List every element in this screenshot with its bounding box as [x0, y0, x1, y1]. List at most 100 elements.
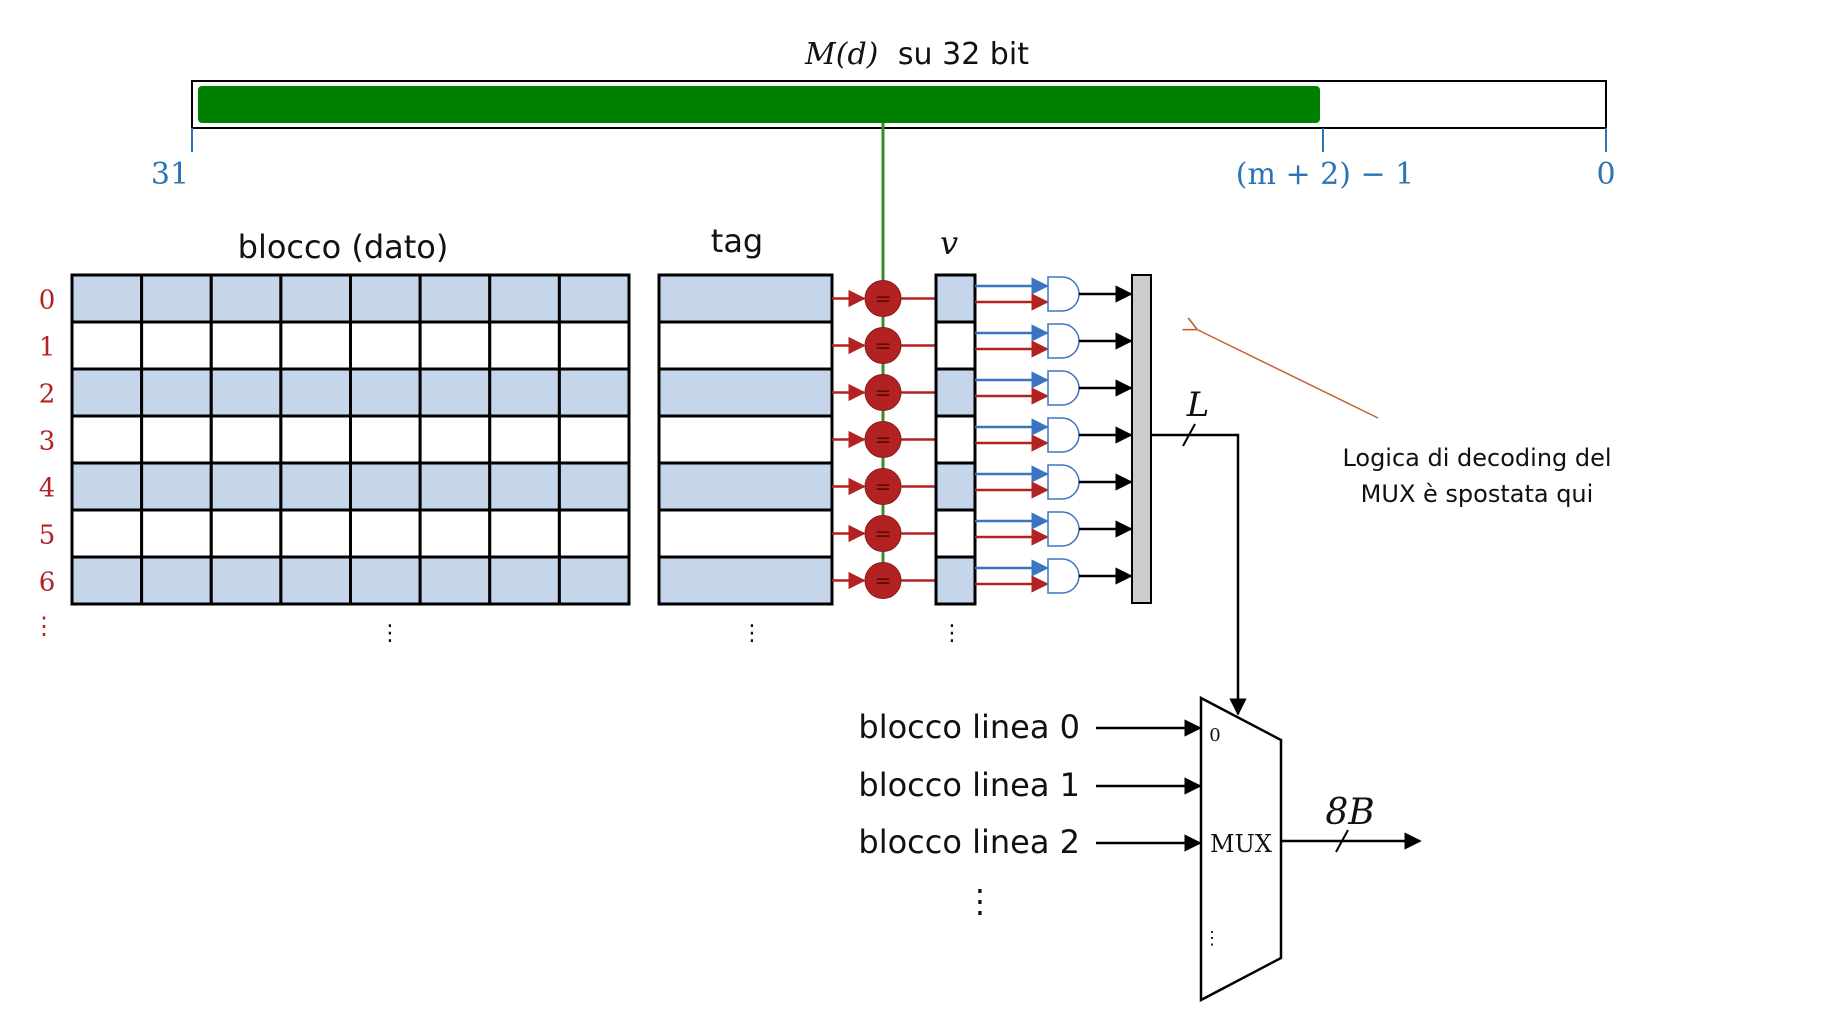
block-cell [209, 367, 283, 418]
tag-cell [657, 414, 834, 465]
valid-header: v [940, 224, 958, 262]
tag-cell [657, 367, 834, 418]
block-cell [140, 367, 213, 418]
comparator-symbol: = [875, 428, 892, 452]
block-cell [140, 508, 213, 559]
block-cell [70, 461, 144, 512]
mux-output-slash [1335, 829, 1349, 853]
block-cell [349, 461, 422, 512]
select-bus-wire [1151, 433, 1247, 716]
block-cell [418, 461, 492, 512]
block-cell [488, 320, 561, 371]
bit-label-mid: (m + 2) − 1 [1236, 157, 1414, 192]
block-cell [279, 320, 352, 371]
block-cell [349, 508, 422, 559]
block-cell [488, 461, 561, 512]
block-cell [557, 414, 631, 465]
block-cell [140, 555, 213, 606]
block-cell [349, 555, 422, 606]
block-cell [209, 508, 283, 559]
mux-input-label-2: blocco linea 2 [858, 823, 1080, 861]
mux-input-label-1: blocco linea 1 [858, 766, 1080, 804]
mux-output-width: 8B [1325, 792, 1374, 833]
block-cell [209, 461, 283, 512]
block-cell [140, 320, 213, 371]
block-table-more: ⋮ [379, 621, 401, 646]
and-gate [1047, 276, 1080, 312]
block-cell [488, 508, 561, 559]
bit-label-high: 31 [151, 157, 189, 192]
block-cell [70, 555, 144, 606]
row-label: 1 [39, 333, 56, 363]
block-header: blocco (dato) [238, 228, 449, 266]
and-gates [975, 276, 1133, 594]
mux-first-input: 0 [1209, 725, 1220, 746]
block-cell [557, 461, 631, 512]
row-label: 4 [39, 474, 56, 504]
and-gate [1047, 370, 1080, 406]
bit-label-low: 0 [1596, 157, 1615, 192]
block-cell [488, 273, 561, 324]
valid-table-more: ⋮ [941, 621, 963, 646]
block-cell [209, 414, 283, 465]
block-cell [557, 555, 631, 606]
block-cell [418, 320, 492, 371]
block-cell [70, 273, 144, 324]
valid-cell [934, 414, 977, 465]
block-cell [349, 367, 422, 418]
and-gate [1047, 464, 1080, 500]
tag-cell [657, 320, 834, 371]
valid-cell [934, 367, 977, 418]
comparator-symbol: = [875, 287, 892, 311]
comparator-symbol: = [875, 569, 892, 593]
address-title-math: M(d) [804, 37, 878, 72]
and-gate [1047, 511, 1080, 547]
address-bar: M(d) su 32 bit 31 (m + 2) − 1 0 [151, 37, 1616, 192]
valid-cell [934, 273, 977, 324]
valid-table [934, 273, 977, 606]
block-cell [70, 508, 144, 559]
tag-cell [657, 555, 834, 606]
block-cell [279, 508, 352, 559]
row-label: 5 [39, 521, 56, 551]
and-gate [1047, 323, 1080, 359]
comparator-symbol: = [875, 475, 892, 499]
address-title: M(d) su 32 bit [804, 37, 1029, 72]
annotation-line2: MUX è spostata qui [1361, 480, 1594, 508]
annotation-line1: Logica di decoding del [1342, 444, 1611, 472]
address-title-suffix: su 32 bit [898, 37, 1029, 72]
block-cell [418, 273, 492, 324]
row-label: 0 [39, 286, 56, 316]
tag-cell [657, 461, 834, 512]
comparator-symbol: = [875, 522, 892, 546]
mux-body [1199, 695, 1283, 1003]
valid-cell [934, 555, 977, 606]
row-label: 3 [39, 427, 56, 457]
block-cell [70, 367, 144, 418]
block-cell [418, 414, 492, 465]
valid-cell [934, 508, 977, 559]
block-cell [557, 508, 631, 559]
block-cell [488, 367, 561, 418]
comparator-symbol: = [875, 381, 892, 405]
block-cell [279, 461, 352, 512]
block-cell [279, 555, 352, 606]
block-cell [70, 320, 144, 371]
block-cell [279, 414, 352, 465]
block-cell [140, 461, 213, 512]
block-cell [418, 508, 492, 559]
row-label: 2 [39, 380, 56, 410]
annotation: Logica di decoding del MUX è spostata qu… [1196, 329, 1612, 508]
block-cell [557, 367, 631, 418]
select-bus-width: L [1186, 385, 1210, 425]
block-cell [488, 414, 561, 465]
block-cell [209, 273, 283, 324]
tag-table-more: ⋮ [741, 621, 763, 646]
row-labels-more: ⋮ [32, 612, 56, 640]
select-bus-slash [1182, 423, 1196, 447]
block-cell [418, 367, 492, 418]
block-cell [140, 273, 213, 324]
decoder-bar [1131, 274, 1152, 604]
